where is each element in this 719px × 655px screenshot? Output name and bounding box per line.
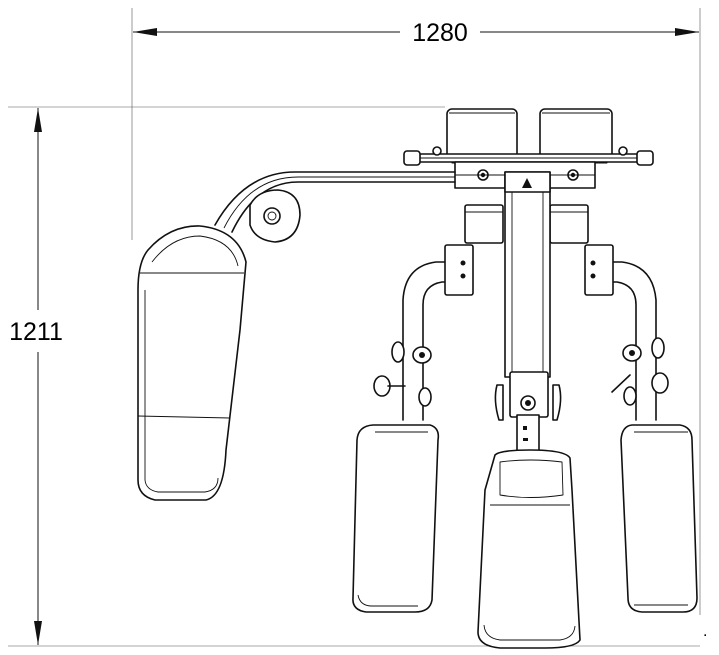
seat-pad	[477, 449, 581, 649]
left-upright	[373, 204, 504, 421]
width-dimension: 1280	[133, 19, 699, 47]
right-upright	[549, 204, 669, 421]
height-dimension: 1211	[9, 108, 63, 645]
left-roller-pad	[352, 424, 440, 613]
lever-arm	[214, 171, 456, 243]
height-dimension-label: 1211	[9, 318, 63, 346]
corner-mark: .	[703, 623, 707, 640]
right-roller-pad	[620, 424, 698, 613]
width-dimension-label: 1280	[412, 19, 468, 47]
center-column	[494, 171, 562, 456]
extension-lines	[8, 8, 701, 647]
back-pad	[137, 225, 247, 501]
